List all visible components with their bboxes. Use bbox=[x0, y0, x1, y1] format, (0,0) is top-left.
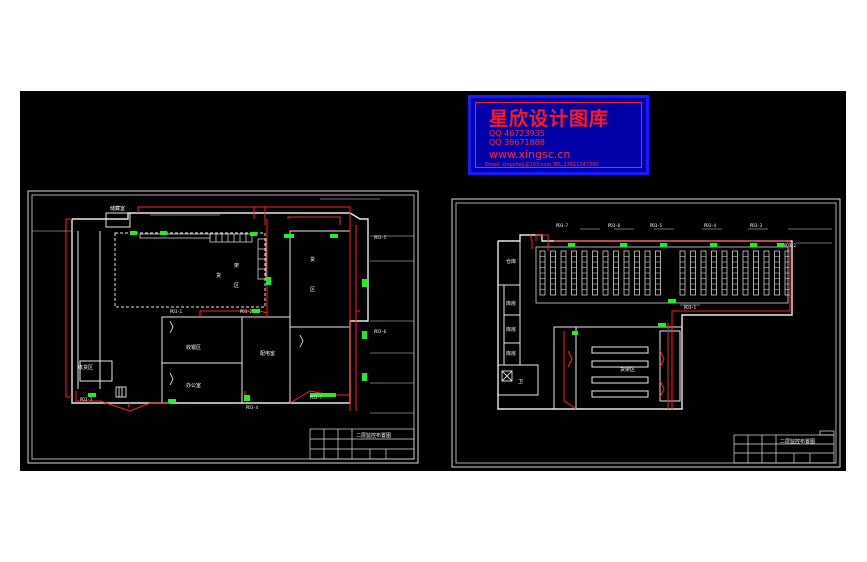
room-label-shelf-1: 货 bbox=[216, 272, 221, 279]
room-label-storeroom-3: 库房 bbox=[506, 350, 516, 357]
room-label-toilet: 卫 bbox=[518, 379, 523, 385]
cabinet-label: PD3-5 bbox=[374, 235, 387, 240]
watermark-border bbox=[475, 102, 642, 168]
cad-drawing: 储藏室 货 架 区 收银区 收货区 货 区 配电室 办公室 PD3-1 PD3-… bbox=[27, 190, 841, 468]
cabinet-label: PD3-6 bbox=[374, 329, 387, 334]
cabinet-label: PD3-4 bbox=[246, 405, 259, 410]
cabinet-label: PD3-4 bbox=[704, 223, 717, 228]
room-label-storeroom-1: 库房 bbox=[506, 300, 516, 307]
room-label-storeroom-2: 库房 bbox=[506, 326, 516, 333]
room-label-goods-1: 货 bbox=[310, 256, 315, 263]
cabinet-label: PD3-3 bbox=[750, 223, 763, 228]
watermark-qq-1: QQ 46723935 bbox=[489, 129, 545, 138]
watermark-qq-2: QQ 39671888 bbox=[489, 138, 545, 147]
cad-viewport[interactable]: 储藏室 货 架 区 收银区 收货区 货 区 配电室 办公室 PD3-1 PD3-… bbox=[20, 91, 846, 471]
cabinet-label: PD3-1 bbox=[170, 309, 183, 314]
cabinet-label: PD3-7 bbox=[310, 395, 323, 400]
sheet-2: PD3-7 PD3-6 PD3-5 PD3-4 PD3-3 PD3-2 PD3-… bbox=[451, 198, 841, 468]
room-label-shelf-area: 货架区 bbox=[620, 366, 635, 373]
room-label-warehouse: 仓库 bbox=[506, 258, 516, 265]
watermark-logo: 星欣设计图库 QQ 46723935 QQ 39671888 www.xings… bbox=[468, 95, 649, 175]
cabinet-label: PD3-2 bbox=[240, 309, 253, 314]
room-label-receiving: 收货区 bbox=[78, 364, 93, 371]
cabinet-label: PD3-6 bbox=[608, 223, 621, 228]
room-label-cashier: 收银区 bbox=[186, 344, 201, 351]
room-label-power: 配电室 bbox=[260, 350, 275, 357]
cabinet-label: PD3-2 bbox=[784, 243, 797, 248]
watermark-email: Email: xingsheji@163.com TEL:13611347890 bbox=[485, 162, 599, 168]
watermark-title: 星欣设计图库 bbox=[489, 108, 610, 130]
watermark-website: www.xingsc.cn bbox=[489, 148, 571, 161]
shelf-grid bbox=[539, 250, 791, 296]
sheet-1: 储藏室 货 架 区 收银区 收货区 货 区 配电室 办公室 PD3-1 PD3-… bbox=[27, 190, 419, 464]
room-label-goods-2: 区 bbox=[310, 287, 315, 293]
cabinet-label: PD3-7 bbox=[556, 223, 569, 228]
cabinet-label: PD3-1 bbox=[684, 305, 697, 310]
title-block-text: 二层监控布置图 bbox=[780, 438, 815, 445]
cabinet-label: PD3-5 bbox=[650, 223, 663, 228]
room-label-shelf-3: 区 bbox=[234, 283, 239, 289]
title-block-text: 二层监控布置图 bbox=[356, 432, 391, 439]
cabinet-label: PD3-3 bbox=[80, 397, 93, 402]
room-label-office: 办公室 bbox=[186, 382, 201, 389]
room-label-storage: 储藏室 bbox=[110, 205, 125, 212]
room-label-shelf-2: 架 bbox=[234, 263, 239, 269]
